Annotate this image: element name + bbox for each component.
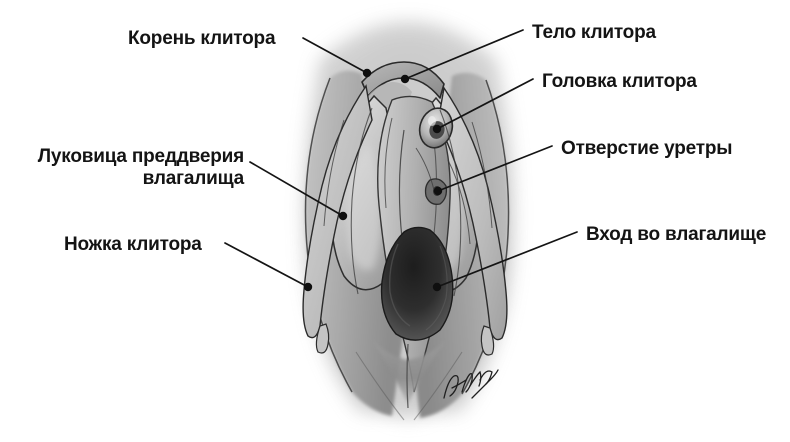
clitoral-crura xyxy=(302,84,508,356)
dot-crus xyxy=(303,282,313,292)
leader-vagina xyxy=(436,231,578,288)
dot-glans xyxy=(432,124,442,134)
label-urethral-opening: Отверстие уретры xyxy=(561,138,733,159)
leader-lines xyxy=(224,29,578,288)
leader-glans xyxy=(436,78,534,130)
dot-root xyxy=(362,68,372,78)
perineum xyxy=(355,340,463,421)
label-vestibular-bulb-line2: влагалища xyxy=(142,168,245,190)
leader-urethra xyxy=(437,145,553,192)
label-clitoral-root: Корень клитора xyxy=(128,28,276,49)
leader-bulb xyxy=(249,161,344,217)
vaginal-opening xyxy=(380,226,454,341)
label-clitoral-glans: Головка клитора xyxy=(542,71,697,92)
label-vaginal-opening: Вход во влагалище xyxy=(586,224,767,245)
artist-signature xyxy=(443,369,499,399)
contour-detail xyxy=(323,107,493,297)
dot-urethra xyxy=(433,186,443,196)
leader-body xyxy=(404,29,524,80)
dot-vagina xyxy=(432,282,442,292)
label-clitoral-body: Тело клитора xyxy=(532,22,656,43)
label-clitoral-crus: Ножка клитора xyxy=(64,234,202,255)
dot-bulb xyxy=(338,211,348,221)
label-vestibular-bulb: Луковица преддверия влагалища xyxy=(12,146,244,191)
leader-crus xyxy=(224,242,309,288)
label-vestibular-bulb-line1: Луковица преддверия xyxy=(37,146,244,167)
leader-dots xyxy=(303,68,443,292)
dot-body xyxy=(400,74,410,84)
leader-root xyxy=(302,37,368,74)
